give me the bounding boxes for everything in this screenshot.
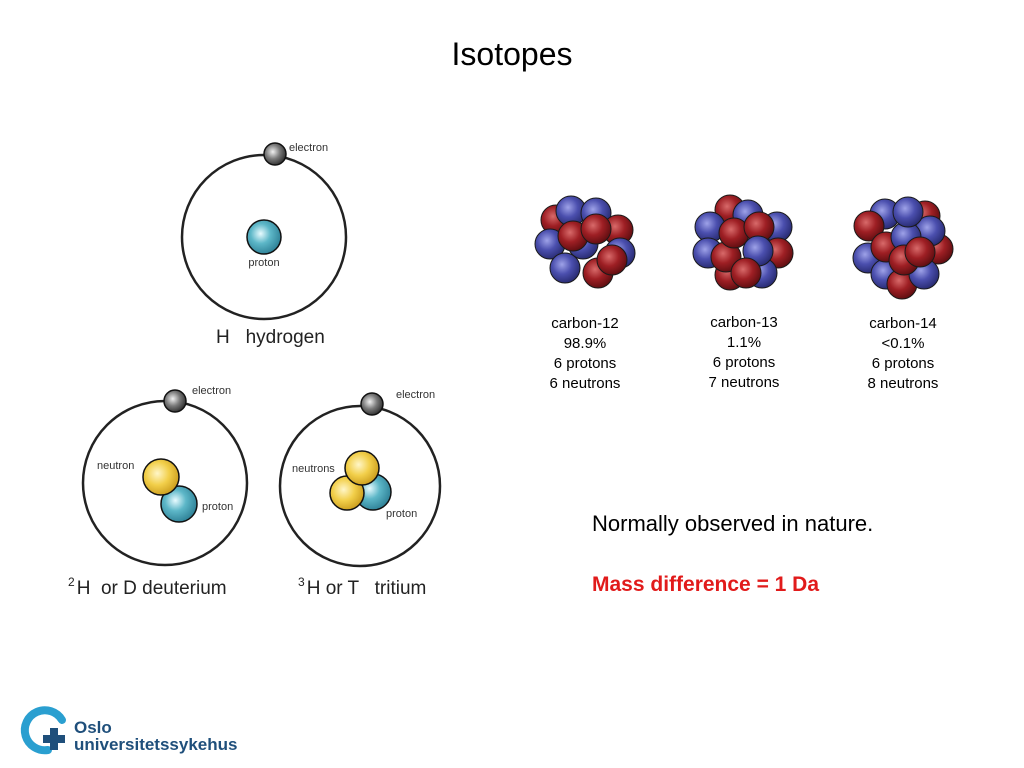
deuterium-name: H or D deuterium: [76, 578, 227, 599]
proton-label: proton: [248, 257, 279, 269]
tritium-atom-diagram: electron neutrons proton: [278, 389, 442, 568]
deuterium-atom-diagram: electron neutron proton: [81, 385, 249, 567]
electron-label: electron: [396, 389, 435, 401]
hospital-logo-icon: [20, 706, 66, 755]
page-title: Isotopes: [451, 36, 573, 72]
carbon-12-nucleus: [534, 195, 636, 289]
tritium-mass-number: 3: [298, 575, 305, 589]
hydrogen-caption: H hydrogen: [216, 327, 325, 349]
isotope-neutrons: 8 neutrons: [867, 375, 939, 392]
electron-label: electron: [192, 385, 231, 397]
neutron-sphere: [142, 458, 180, 496]
isotope-abundance: <0.1%: [881, 335, 925, 352]
isotope-name: carbon-12: [551, 315, 619, 332]
proton-label: proton: [386, 508, 417, 520]
isotope-abundance: 98.9%: [563, 335, 607, 352]
carbon-14-nucleus: [852, 196, 954, 300]
nature-note: Normally observed in nature.: [592, 511, 874, 536]
tritium-name: H or T tritium: [306, 578, 427, 599]
logo-line-1: Oslo: [74, 718, 112, 737]
isotope-protons: 6 protons: [712, 354, 776, 371]
logo-line-2: universitetssykehus: [74, 735, 238, 754]
electron-sphere: [360, 392, 384, 416]
isotope-protons: 6 protons: [553, 355, 617, 372]
hydrogen-symbol: H: [216, 327, 230, 348]
mass-difference-note: Mass difference = 1 Da: [592, 573, 820, 596]
electron-sphere: [263, 142, 287, 166]
isotope-name: carbon-14: [869, 315, 937, 332]
isotope-protons: 6 protons: [871, 355, 935, 372]
carbon-13-nucleus: [692, 194, 794, 291]
hydrogen-atom-diagram: electron proton: [180, 142, 348, 321]
proton-sphere: [246, 219, 282, 255]
carbon-14-info: carbon-14 <0.1% 6 protons 8 neutrons: [828, 314, 978, 394]
proton-sphere: [160, 485, 198, 523]
deuterium-mass-number: 2: [68, 575, 75, 589]
carbon-13-info: carbon-13 1.1% 6 protons 7 neutrons: [669, 313, 819, 393]
neutron-label: neutron: [97, 460, 134, 472]
isotope-neutrons: 6 neutrons: [549, 375, 621, 392]
neutron-sphere: [344, 450, 380, 486]
electron-label: electron: [289, 142, 328, 154]
isotope-neutrons: 7 neutrons: [708, 374, 780, 391]
proton-label: proton: [202, 501, 233, 513]
isotope-abundance: 1.1%: [726, 334, 762, 351]
electron-sphere: [163, 389, 187, 413]
hydrogen-name: hydrogen: [245, 327, 325, 348]
orbit: [278, 404, 442, 568]
isotope-name: carbon-13: [710, 314, 778, 331]
carbon-12-info: carbon-12 98.9% 6 protons 6 neutrons: [510, 314, 660, 394]
neutron-label: neutrons: [292, 463, 335, 475]
